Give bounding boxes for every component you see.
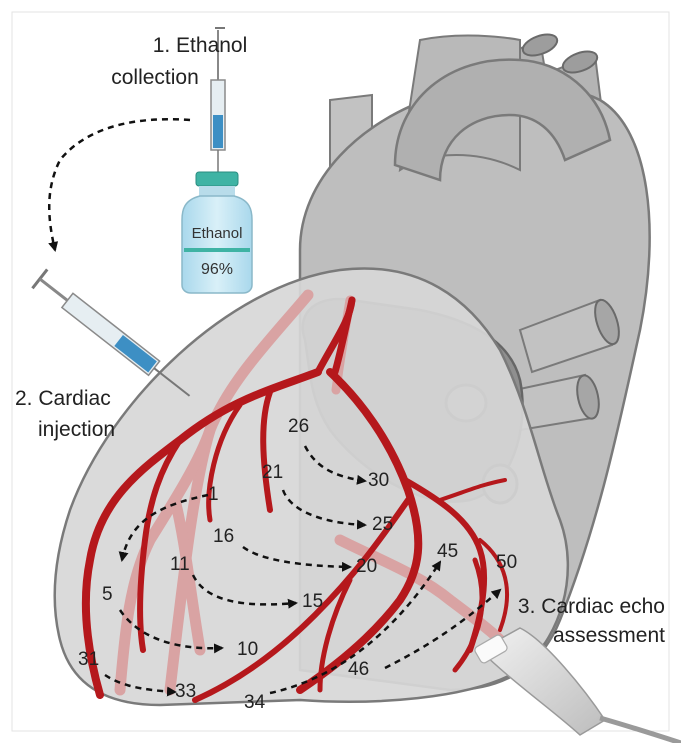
step2-label-line2: injection (38, 418, 115, 441)
site-number: 30 (368, 470, 389, 491)
vial-concentration: 96% (201, 261, 233, 278)
vial-label: Ethanol (192, 225, 243, 242)
site-number: 46 (348, 659, 369, 680)
site-number: 20 (356, 556, 377, 577)
step3-label-line1: 3. Cardiac echo (518, 595, 665, 618)
site-number: 11 (170, 554, 190, 575)
site-number: 34 (244, 692, 266, 713)
step3-label-line2: assessment (553, 624, 665, 647)
site-number: 25 (372, 514, 393, 535)
step1-label-line2: collection (111, 66, 199, 89)
site-number: 10 (237, 639, 258, 660)
step2-label-line1: 2. Cardiac (15, 387, 111, 410)
site-number: 1 (208, 484, 219, 505)
site-number: 21 (262, 462, 283, 483)
site-number: 45 (437, 541, 458, 562)
step1-label-line1: 1. Ethanol (153, 34, 248, 57)
site-number: 26 (288, 416, 309, 437)
site-number: 31 (78, 649, 99, 670)
site-number: 50 (496, 552, 517, 573)
site-number: 5 (102, 584, 113, 605)
site-number: 16 (213, 526, 234, 547)
site-number: 15 (302, 591, 323, 612)
site-number: 33 (175, 681, 196, 702)
